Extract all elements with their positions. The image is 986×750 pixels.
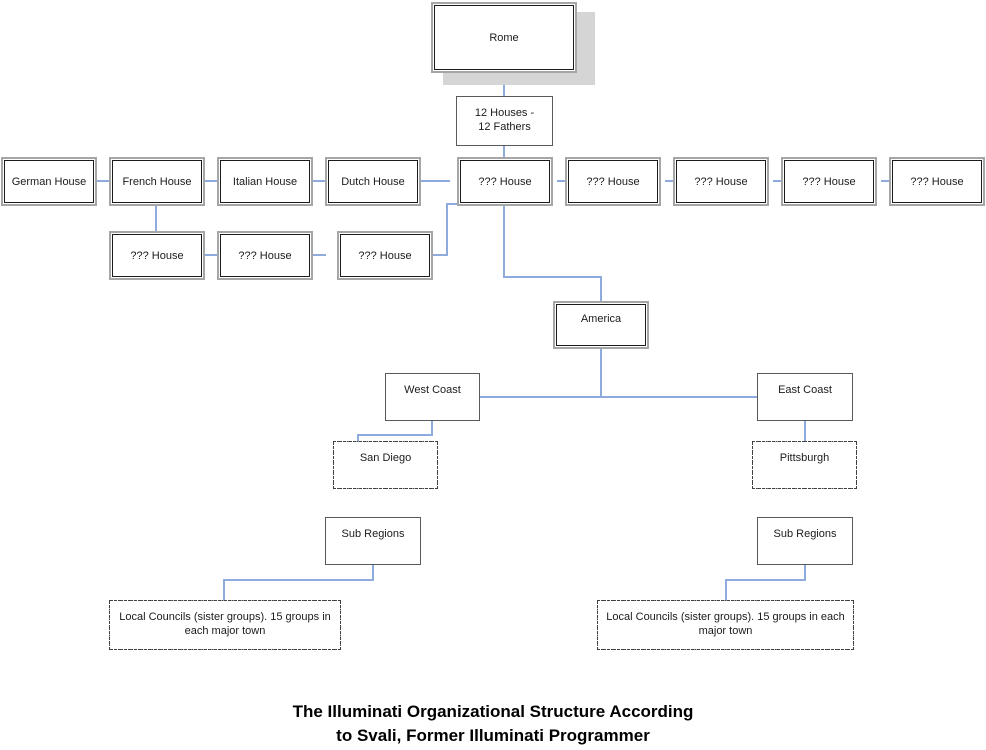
node-local-councils-west[interactable]: Local Councils (sister groups). 15 group… xyxy=(109,600,341,650)
node-house-dutch-label: Dutch House xyxy=(341,175,405,188)
node-house-unknown-4[interactable]: ??? House xyxy=(781,157,877,206)
wire-westcoast-to-sandiego xyxy=(357,421,433,441)
node-house-unknown-2-label: ??? House xyxy=(586,175,640,188)
node-rome-label: Rome xyxy=(489,31,519,44)
node-house-german[interactable]: German House xyxy=(1,157,97,206)
node-house-italian[interactable]: Italian House xyxy=(217,157,313,206)
node-twelve-houses[interactable]: 12 Houses - 12 Fathers xyxy=(456,96,553,146)
chart-title-line1: The Illuminati Organizational Structure … xyxy=(292,702,694,721)
node-local-councils-west-label: Local Councils (sister groups). 15 group… xyxy=(119,611,331,637)
node-san-diego[interactable]: San Diego xyxy=(333,441,438,489)
node-house-unknown-5-label: ??? House xyxy=(910,175,964,188)
node-house-unknown-8-label: ??? House xyxy=(358,249,412,262)
node-rome[interactable]: Rome xyxy=(431,2,577,73)
node-sub-regions-east[interactable]: Sub Regions xyxy=(757,517,853,565)
wire-subregions-west-to-councils xyxy=(223,565,374,600)
node-house-italian-label: Italian House xyxy=(232,175,298,188)
wire-row2-3-to-house5 xyxy=(432,203,462,256)
wire-subregions-east-to-councils xyxy=(725,565,806,600)
node-house-german-label: German House xyxy=(11,175,87,188)
node-house-french[interactable]: French House xyxy=(109,157,205,206)
node-house-unknown-7[interactable]: ??? House xyxy=(217,231,313,280)
node-west-coast-label: West Coast xyxy=(404,384,461,396)
node-twelve-houses-line2: 12 Fathers xyxy=(478,121,531,133)
node-house-unknown-4-label: ??? House xyxy=(802,175,856,188)
node-house-unknown-1[interactable]: ??? House xyxy=(457,157,553,206)
node-west-coast[interactable]: West Coast xyxy=(385,373,480,421)
node-east-coast-label: East Coast xyxy=(778,384,832,396)
node-sub-regions-east-label: Sub Regions xyxy=(773,528,837,540)
node-local-councils-east-label: Local Councils (sister groups). 15 group… xyxy=(606,611,845,637)
node-house-unknown-8[interactable]: ??? House xyxy=(337,231,433,280)
node-house-unknown-2[interactable]: ??? House xyxy=(565,157,661,206)
node-america[interactable]: America xyxy=(553,301,649,349)
node-east-coast[interactable]: East Coast xyxy=(757,373,853,421)
node-pittsburgh[interactable]: Pittsburgh xyxy=(752,441,857,489)
node-house-unknown-7-label: ??? House xyxy=(238,249,292,262)
node-twelve-houses-line1: 12 Houses - xyxy=(474,107,535,119)
node-house-unknown-6[interactable]: ??? House xyxy=(109,231,205,280)
node-pittsburgh-label: Pittsburgh xyxy=(779,452,830,464)
node-house-french-label: French House xyxy=(122,175,192,188)
node-house-unknown-5[interactable]: ??? House xyxy=(889,157,985,206)
chart-title-line2: to Svali, Former Illuminati Programmer xyxy=(336,726,650,745)
node-local-councils-east[interactable]: Local Councils (sister groups). 15 group… xyxy=(597,600,854,650)
chart-title: The Illuminati Organizational Structure … xyxy=(0,700,986,748)
node-san-diego-label: San Diego xyxy=(359,452,412,464)
node-house-dutch[interactable]: Dutch House xyxy=(325,157,421,206)
node-house-unknown-1-label: ??? House xyxy=(478,175,532,188)
node-sub-regions-west[interactable]: Sub Regions xyxy=(325,517,421,565)
node-america-label: America xyxy=(580,313,622,325)
wire-house5-to-america xyxy=(503,206,602,301)
node-twelve-houses-label: 12 Houses - 12 Fathers xyxy=(457,106,552,134)
node-house-unknown-6-label: ??? House xyxy=(130,249,184,262)
node-house-unknown-3[interactable]: ??? House xyxy=(673,157,769,206)
node-house-unknown-3-label: ??? House xyxy=(694,175,748,188)
node-sub-regions-west-label: Sub Regions xyxy=(341,528,405,540)
